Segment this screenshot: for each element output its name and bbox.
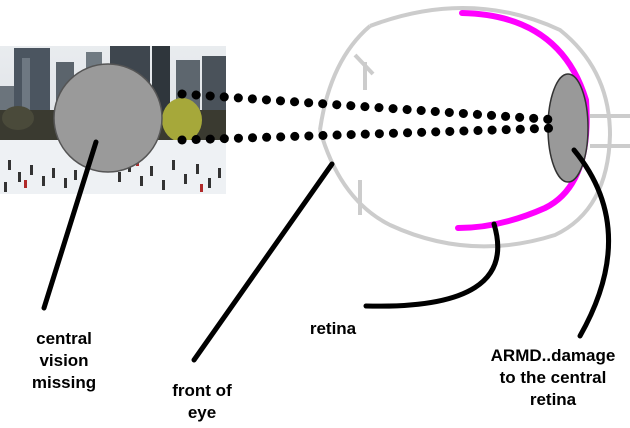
central-blind-spot	[53, 63, 163, 173]
light-ray-dotted-lines	[177, 89, 563, 145]
pointer-retina	[363, 221, 501, 309]
pointer-front-of-eye	[191, 161, 335, 363]
label-armd-damage: ARMD..damage to the central retina	[490, 346, 616, 409]
label-central-vision-missing: central vision missing	[31, 329, 97, 392]
pointer-armd	[571, 147, 612, 339]
pointer-central-vision	[41, 139, 99, 311]
label-front-of-eye: front of eye	[172, 381, 232, 422]
armd-damage-area	[547, 73, 589, 183]
label-retina: retina	[309, 319, 357, 338]
pointer-lines	[41, 139, 612, 363]
